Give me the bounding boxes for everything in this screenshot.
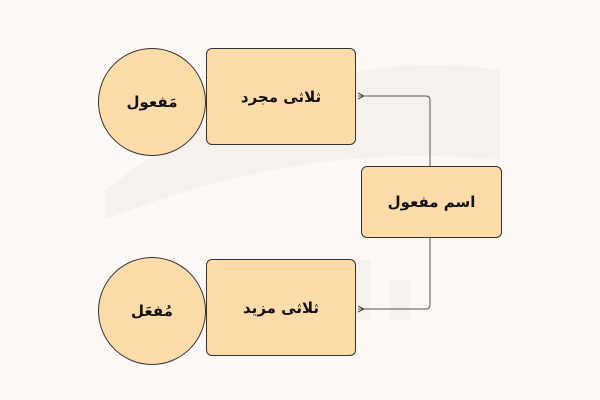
- root-label: اسم مفعول: [387, 193, 476, 211]
- pattern-node-mazid: مُفعَل: [98, 257, 206, 365]
- branch-node-mazid: ثلاثی مزید: [206, 259, 356, 356]
- branch-label: ثلاثی مزید: [243, 298, 319, 317]
- branch-label: ثلاثی مجرد: [240, 87, 322, 106]
- pattern-label: مَفعول: [126, 93, 178, 111]
- pattern-node-mojarrad: مَفعول: [98, 48, 206, 156]
- branch-node-mojarrad: ثلاثی مجرد: [206, 48, 356, 145]
- root-node: اسم مفعول: [361, 166, 502, 238]
- pattern-label: مُفعَل: [131, 302, 173, 320]
